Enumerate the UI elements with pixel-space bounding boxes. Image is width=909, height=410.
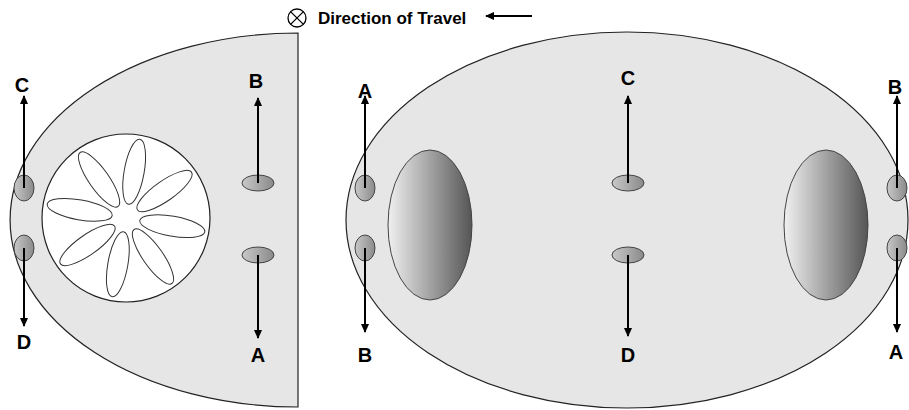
top-view-body	[346, 32, 908, 408]
force-arrow	[24, 96, 897, 338]
port	[355, 175, 907, 263]
port	[14, 175, 274, 263]
force-letter: D	[17, 332, 31, 352]
force-letter: A	[358, 81, 372, 101]
rotor-opening	[784, 150, 868, 300]
rotor-opening	[388, 150, 472, 300]
front-view-body	[10, 33, 298, 407]
propeller-disc	[42, 134, 210, 302]
force-letter: B	[249, 71, 263, 91]
travel-arrow	[486, 15, 532, 17]
direction-label: Direction of Travel	[318, 10, 466, 27]
force-letter: D	[621, 345, 635, 365]
force-letter: C	[15, 75, 29, 95]
force-letter: B	[888, 77, 902, 97]
force-letter: C	[621, 68, 635, 88]
force-letter: B	[358, 345, 372, 365]
into-page-symbol	[288, 9, 306, 27]
propeller-blade	[55, 218, 121, 272]
propeller-blade	[126, 224, 180, 290]
propeller-blades	[45, 137, 206, 298]
propeller-blade	[72, 147, 126, 213]
propeller-blade	[132, 164, 198, 218]
force-letter: A	[889, 342, 903, 362]
force-letter: A	[251, 345, 265, 365]
